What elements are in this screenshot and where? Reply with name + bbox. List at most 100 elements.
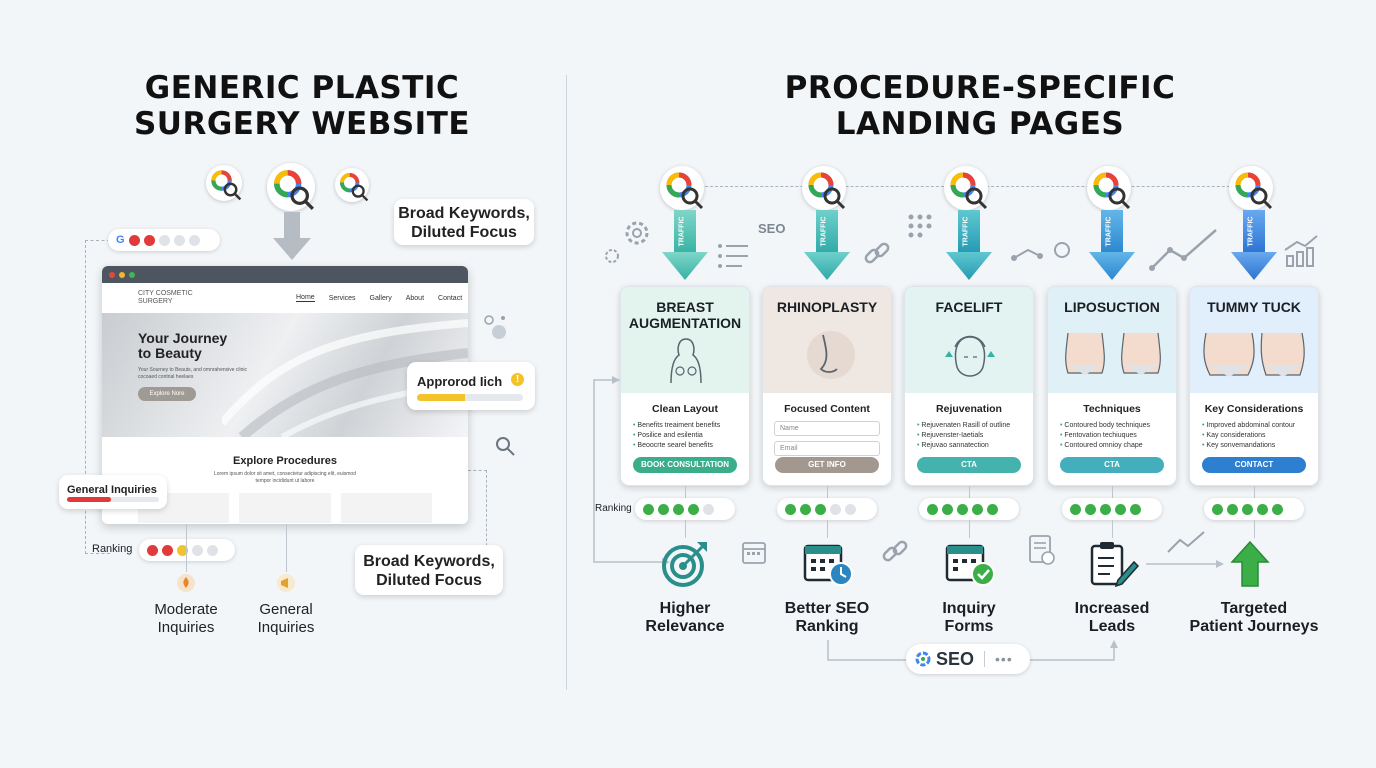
ranking-dot [673, 503, 684, 515]
ranking-dot [957, 503, 968, 515]
trend-icon [1149, 229, 1217, 271]
divider [566, 75, 567, 690]
checklist-icon [718, 244, 748, 268]
callout-broad-keywords-bottom: Broad Keywords, Diluted Focus [355, 545, 503, 595]
ranking-dot [658, 503, 669, 515]
bar-chart-icon [1284, 235, 1318, 267]
card-bullet: Rejuvenster-Iaetials [917, 431, 1033, 441]
bubbles-icon [484, 315, 506, 339]
connector-line [969, 520, 970, 538]
card-bullet: Beoocrte searel benefits [633, 441, 749, 451]
nav-about[interactable]: About [405, 294, 425, 302]
ranking-dots [1204, 498, 1304, 520]
connector-line [1112, 486, 1113, 498]
landing-page-card[interactable]: LIPOSUCTIONTechniquesContoured body tech… [1047, 286, 1177, 486]
card-procedure-name: FACELIFT [935, 299, 1003, 315]
card-cta-button[interactable]: CTA [1060, 457, 1164, 473]
connector-line [1254, 486, 1255, 498]
connector-line [1254, 520, 1255, 538]
traffic-arrow: TRAFFIC [804, 210, 850, 287]
ranking-dot [815, 503, 826, 515]
ranking-dot [1212, 503, 1223, 515]
traffic-label: TRAFFIC [1105, 216, 1113, 247]
form-check-icon [1029, 535, 1055, 565]
warning-icon: ! [511, 373, 524, 386]
dashed-line [85, 240, 110, 554]
network-icon [1011, 242, 1070, 261]
connector-line [827, 520, 828, 538]
connector-line [186, 524, 187, 572]
left-title-line1: GENERIC PLASTIC [144, 70, 460, 106]
email-field[interactable]: Email [774, 441, 880, 456]
ranking-dot [1257, 503, 1268, 515]
landing-page-card[interactable]: FACELIFTRejuvenationRejuvenaten Rasill o… [904, 286, 1034, 486]
traffic-arrow: TRAFFIC [1089, 210, 1135, 287]
search-icon [496, 437, 515, 456]
card-cta-button[interactable]: GET INFO [775, 457, 879, 473]
nav-gallery[interactable]: Gallery [369, 294, 392, 302]
ranking-dot [972, 503, 983, 515]
outcome-icon [1088, 540, 1140, 593]
hero-subtitle: Your Sourney to Beauts, and omnrahensive… [138, 367, 248, 380]
general-inquiries-badge: General Inquiries [59, 475, 167, 509]
card-bullet: Kay considerations [1202, 431, 1318, 441]
google-g-icon: G [116, 234, 125, 246]
ranking-dot [785, 503, 796, 515]
ranking-dot [1272, 503, 1283, 515]
nav-contact[interactable]: Contact [438, 294, 463, 302]
ranking-dot [1070, 503, 1081, 515]
nav-home[interactable]: Home [296, 294, 315, 302]
card-bullet: Contoured body techniques [1060, 421, 1176, 431]
card-cta-button[interactable]: CONTACT [1202, 457, 1306, 473]
trend-small-icon [1167, 531, 1205, 553]
card-procedure-name: LIPOSUCTION [1064, 299, 1160, 315]
card-header: LIPOSUCTION [1048, 287, 1176, 393]
right-title-line2: LANDING PAGES [835, 106, 1125, 142]
card-bullet: Rejuvenaten Rasill of outline [917, 421, 1033, 431]
traffic-arrow: TRAFFIC [1231, 210, 1277, 287]
ranking-dot [643, 503, 654, 515]
link-icon [864, 242, 890, 264]
outcome-icon [945, 540, 997, 593]
seo-gear-icon [915, 651, 931, 667]
nav-services[interactable]: Services [328, 294, 356, 302]
explore-more-button[interactable]: Explore Nore [138, 387, 196, 401]
flame-icon [177, 574, 195, 592]
ranking-dot [927, 503, 938, 515]
calendar-small-icon [742, 542, 766, 564]
card-feature: Focused Content [784, 403, 870, 415]
name-field[interactable]: Name [774, 421, 880, 436]
procedure-thumbnails [102, 493, 468, 523]
thumbnail [239, 493, 331, 523]
ranking-dot [688, 503, 699, 515]
explore-procedures-text: Lorem ipsum dolor sit amet, consectetur … [213, 471, 356, 484]
google-search-icon [267, 163, 315, 211]
connector-line [827, 486, 828, 498]
seo-badge: SEO ••• [906, 644, 1030, 674]
outcome-icon [661, 540, 709, 593]
card-cta-button[interactable]: CTA [917, 457, 1021, 473]
ranking-label-left: Ranking [92, 543, 133, 555]
card-bullet: Contoured omnioy chape [1060, 441, 1176, 451]
traffic-arrow: TRAFFIC [662, 210, 708, 287]
google-search-icon [1229, 166, 1273, 210]
card-cta-button[interactable]: BOOK CONSULTATION [633, 457, 737, 473]
explore-procedures-title: Explore Procedures [233, 455, 337, 467]
card-bullet: Posilice and esilentia [633, 431, 749, 441]
seo-badge-label: SEO [936, 648, 975, 669]
card-bullets: Benefits treaiment benefitsPosilice and … [633, 421, 749, 451]
google-search-icon [944, 166, 988, 210]
ranking-dot [800, 503, 811, 515]
card-bullets: Contoured body techniquesFentovation tec… [1060, 421, 1176, 451]
connector-line [969, 486, 970, 498]
connector-line [286, 524, 287, 572]
outcome-icon [803, 540, 855, 593]
